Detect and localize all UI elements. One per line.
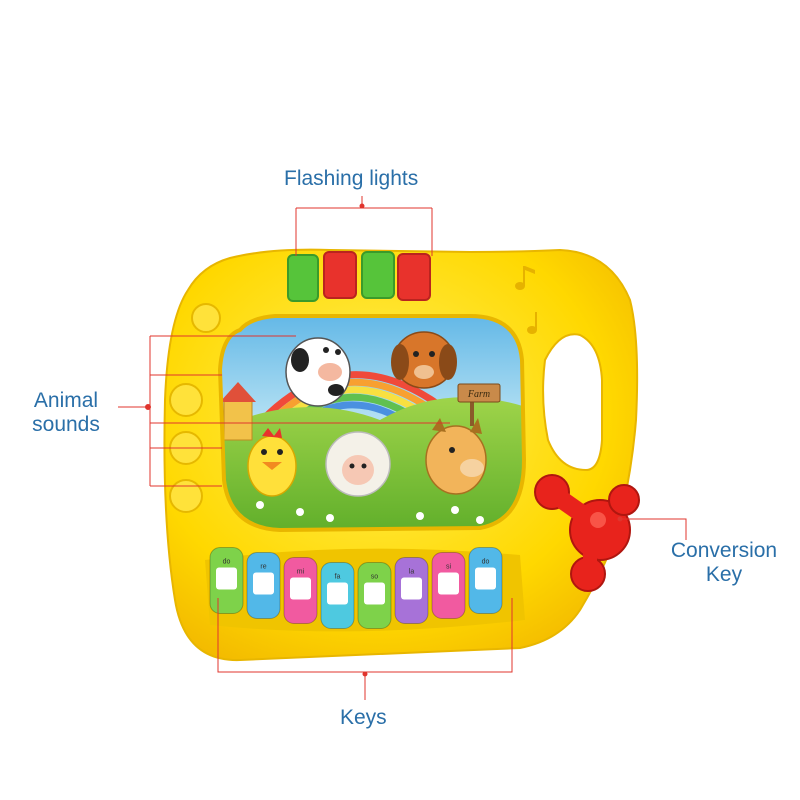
piano-key-4[interactable]: fa (320, 562, 355, 629)
piano-key-2[interactable]: re (246, 552, 281, 619)
light-green-1 (287, 254, 319, 302)
piano-key-5[interactable]: so (357, 562, 392, 629)
key-animal-picture (401, 577, 422, 600)
piano-key-6[interactable]: la (394, 557, 429, 624)
cow (285, 337, 351, 407)
light-red-1 (323, 251, 357, 299)
dog (391, 331, 457, 389)
light-green-2 (361, 251, 395, 299)
horse (425, 418, 487, 495)
keyboard: do re mi fa so la si do (205, 547, 525, 632)
piano-key-1[interactable]: do (209, 547, 244, 614)
barn (220, 382, 256, 441)
piano-key-7[interactable]: si (431, 552, 466, 619)
key-note-label: so (371, 574, 379, 581)
key-animal-picture (475, 567, 496, 590)
animal-sounds-label: Animal sounds (18, 389, 114, 437)
animal-sounds-line-2: sounds (32, 413, 100, 436)
key-animal-picture (216, 567, 237, 590)
farm-sign-text: Farm (467, 389, 490, 400)
key-note-label: do (223, 559, 231, 566)
piano-key-3[interactable]: mi (283, 557, 318, 624)
key-animal-picture (364, 582, 385, 605)
chick (247, 428, 297, 497)
key-note-label: re (260, 564, 266, 571)
callout-lines (118, 196, 687, 700)
conversion-line-1: Conversion (670, 539, 778, 562)
flashing-lights (287, 251, 431, 302)
conversion-key[interactable] (534, 474, 640, 592)
key-note-label: mi (297, 569, 305, 576)
conversion-key-label: Conversion Key (656, 539, 792, 587)
key-animal-picture (327, 582, 348, 605)
key-note-label: do (482, 559, 490, 566)
farm-sign: Farm (457, 383, 501, 426)
piano-key-8[interactable]: do (468, 547, 503, 614)
music-note-icon (515, 266, 537, 334)
key-note-label: fa (335, 574, 341, 581)
animal-sounds-line-1: Animal (33, 389, 99, 412)
key-note-label: la (409, 569, 415, 576)
keys-label: Keys (340, 706, 387, 729)
light-red-2 (397, 253, 431, 301)
key-animal-picture (438, 572, 459, 595)
key-animal-picture (290, 577, 311, 600)
flashing-lights-label: Flashing lights (284, 167, 419, 190)
key-animal-picture (253, 572, 274, 595)
key-note-label: si (446, 564, 452, 571)
conversion-line-2: Key (705, 563, 743, 586)
sheep (325, 431, 391, 497)
panel-frame (217, 314, 527, 533)
